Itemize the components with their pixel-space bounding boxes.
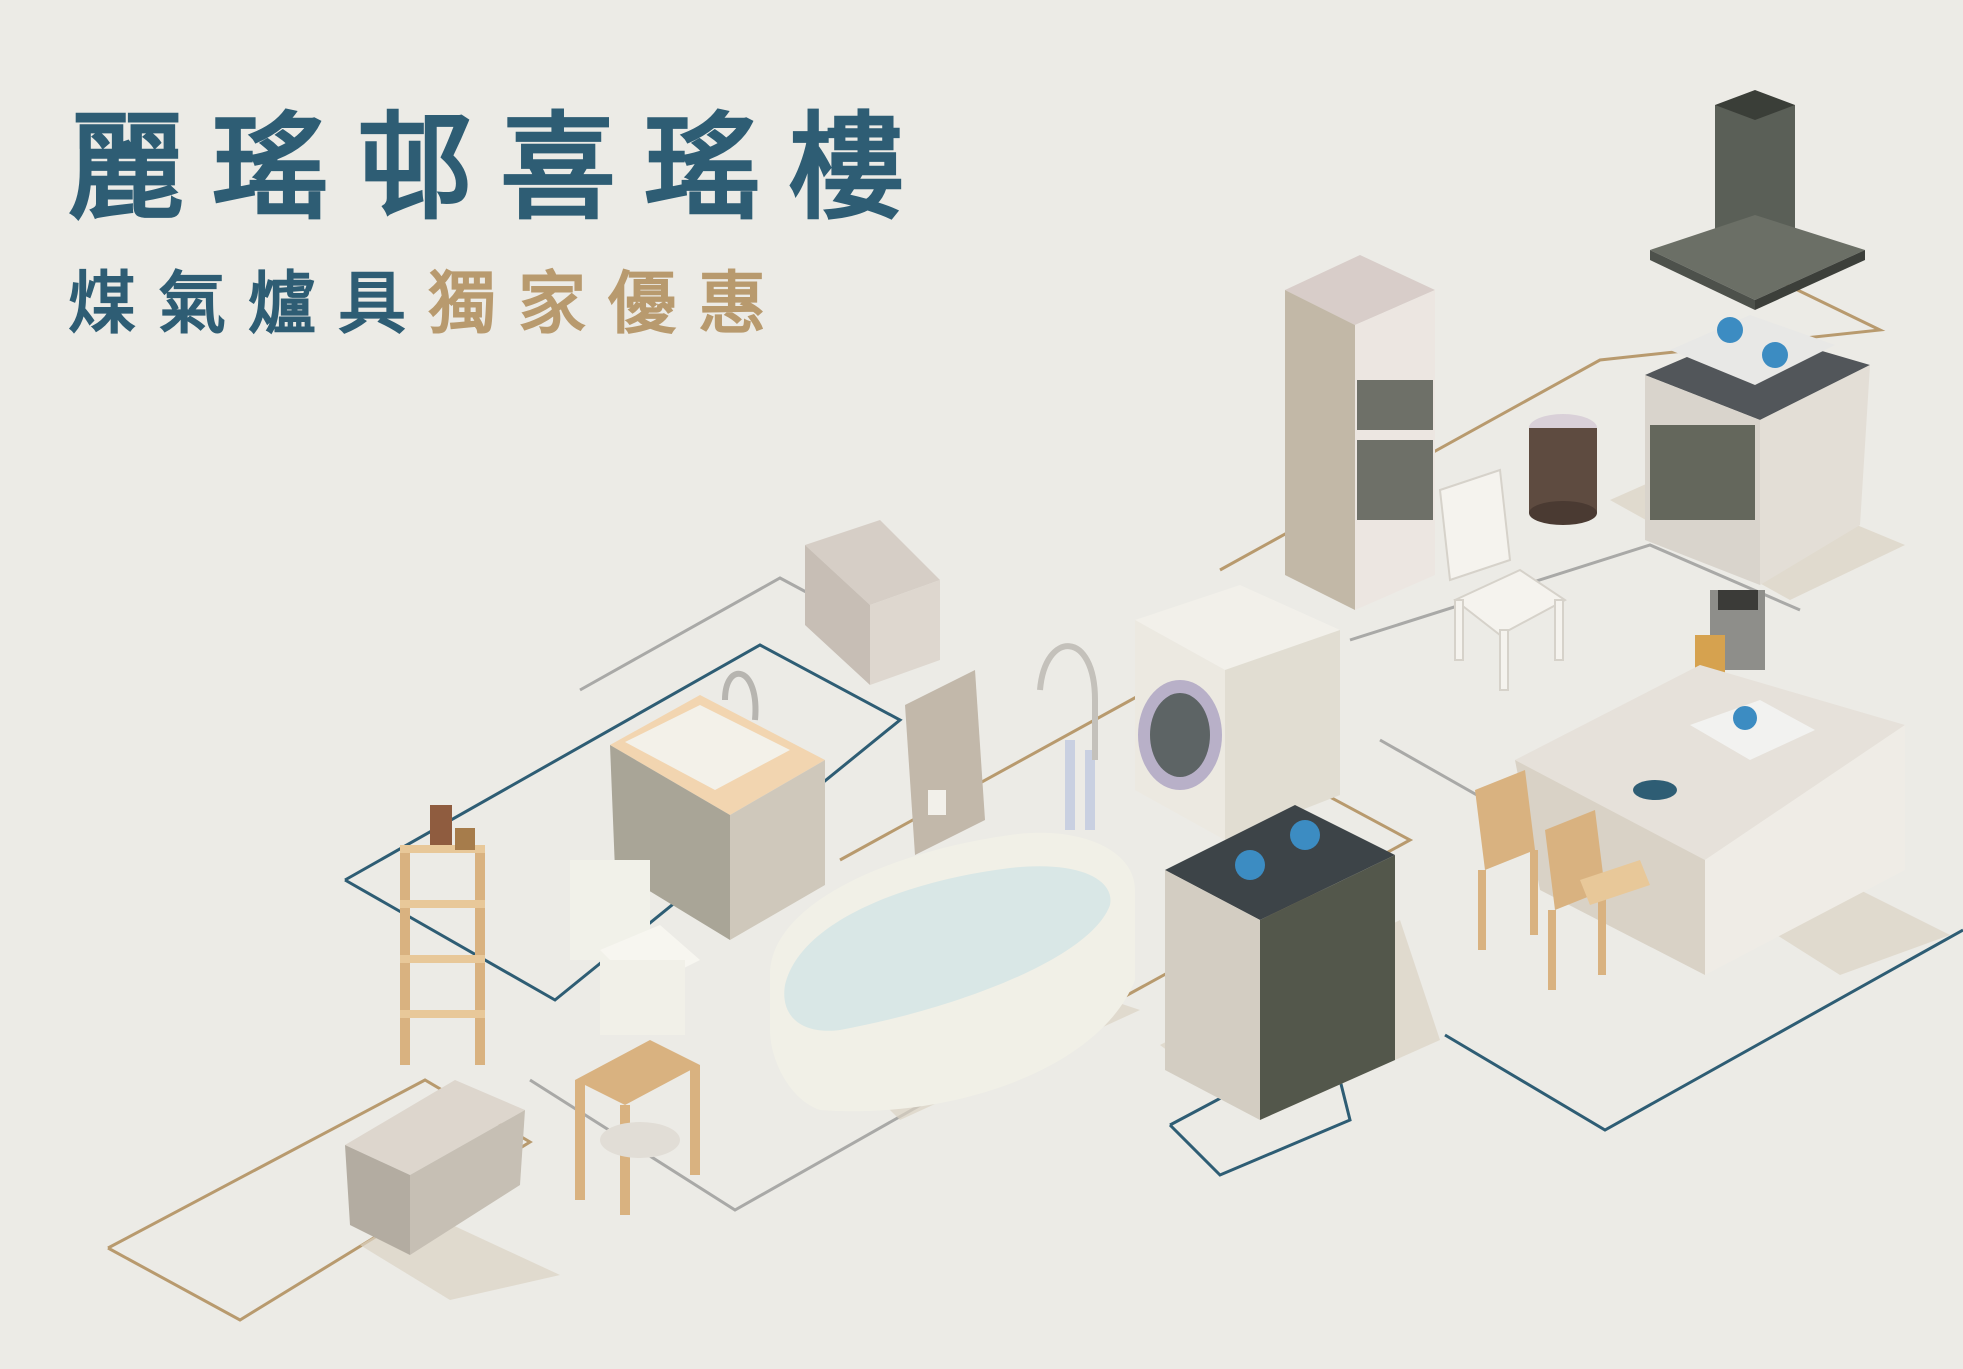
bar-stools (1475, 770, 1650, 990)
trash-bin (1529, 414, 1597, 525)
wooden-shelf (400, 805, 485, 1065)
built-in-oven-tower (1285, 255, 1435, 610)
page-subtitle: 煤氣爐具獨家優惠 (68, 270, 932, 338)
gold-outline-left (107, 1078, 533, 1322)
range-hood (1650, 90, 1865, 310)
blue-outline-right (1444, 928, 1963, 1132)
kitchen-island (1515, 665, 1905, 975)
kitchen-sink-cabinet (610, 670, 825, 940)
title-block: 麗瑤邨喜瑤樓 煤氣爐具獨家優惠 (68, 110, 932, 338)
island-gas-cooktop (1645, 315, 1870, 585)
water-heater (905, 670, 985, 855)
subtitle-exclusive-offer: 獨家優惠 (428, 264, 789, 344)
white-chair (1438, 468, 1567, 691)
toilet (570, 860, 700, 1035)
console-table (805, 520, 940, 685)
bath-faucet (1037, 643, 1098, 830)
dryer (1135, 585, 1340, 840)
bench (345, 1080, 525, 1255)
subtitle-gas-appliance: 煤氣爐具 (68, 264, 429, 344)
coffee-machine (1695, 590, 1765, 685)
page-title: 麗瑤邨喜瑤樓 (68, 100, 932, 236)
grey-outline-right (1349, 543, 1801, 642)
wooden-stool (575, 1040, 700, 1215)
gas-range-oven (1165, 805, 1395, 1120)
bathtub (770, 832, 1135, 1112)
